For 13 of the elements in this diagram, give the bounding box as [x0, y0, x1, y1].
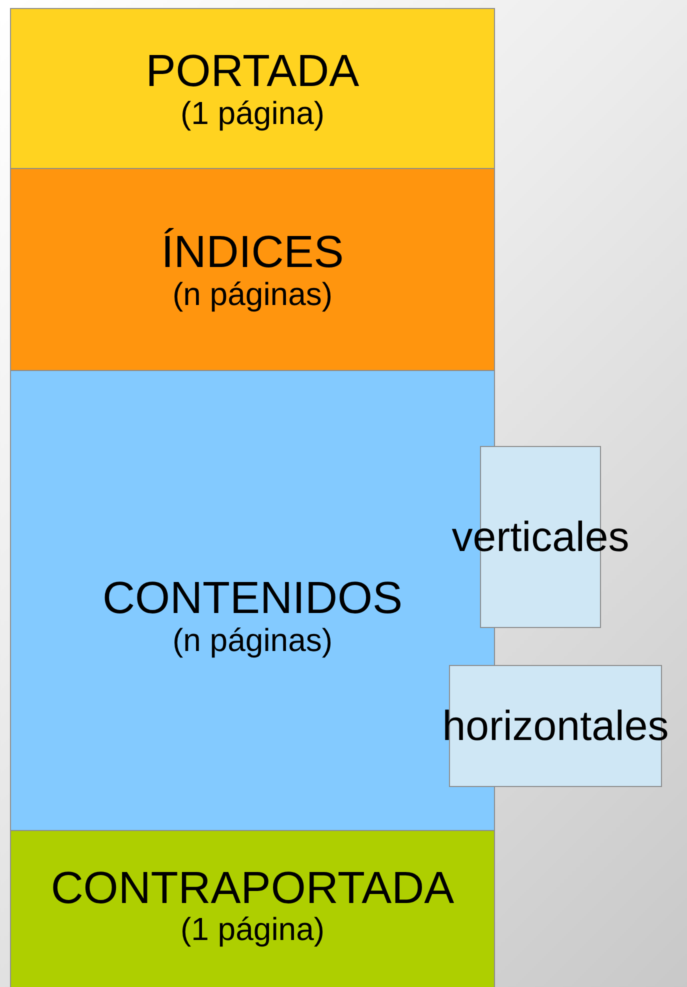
page-count: (n páginas)	[172, 276, 333, 312]
section-title: PORTADA	[146, 46, 360, 96]
section-band	[10, 830, 495, 987]
section-title: ÍNDICES	[161, 227, 344, 277]
section-band	[10, 8, 495, 169]
page-count: (1 página)	[180, 912, 325, 948]
section-title: CONTENIDOS	[102, 573, 402, 623]
page-count: (n páginas)	[172, 622, 333, 658]
section-title: CONTRAPORTADA	[50, 862, 454, 912]
page-count: (1 página)	[180, 96, 325, 131]
box-label: horizontales	[442, 702, 669, 750]
box-label: verticales	[452, 513, 630, 561]
section-band	[10, 168, 495, 371]
